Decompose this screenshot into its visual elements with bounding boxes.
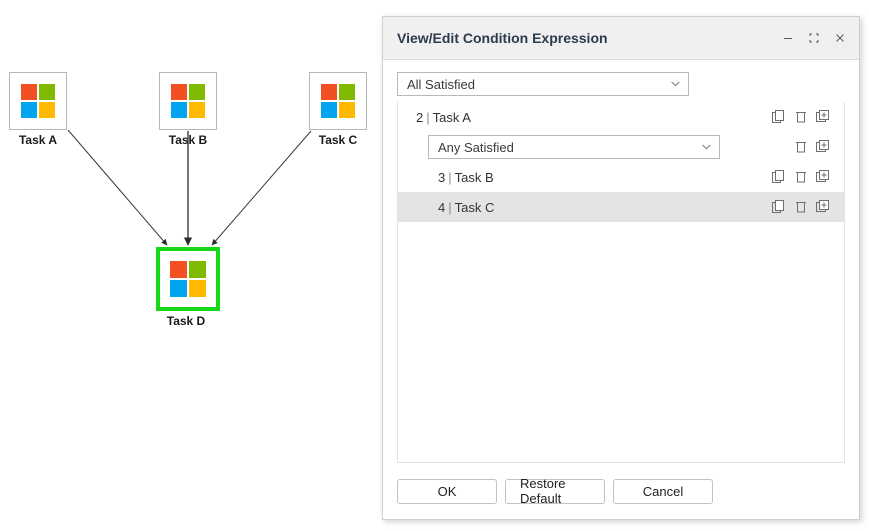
expression-row-label: 3|Task B (438, 170, 768, 185)
maximize-icon[interactable] (801, 26, 827, 50)
dialog-footer: OK Restore Default Cancel (383, 463, 859, 519)
copy-icon[interactable] (768, 166, 790, 188)
node-task-c-label: Task C (318, 133, 358, 147)
row-actions (768, 196, 834, 218)
node-task-b[interactable]: Task B (158, 72, 218, 147)
edge-task-a-to-task-d (67, 129, 168, 246)
delete-icon[interactable] (790, 166, 812, 188)
copy-icon[interactable] (768, 196, 790, 218)
node-task-d-box[interactable] (156, 247, 220, 311)
node-task-b-label: Task B (168, 133, 208, 147)
restore-default-button[interactable]: Restore Default (505, 476, 605, 506)
expression-row-task-b[interactable]: 3|Task B (398, 162, 844, 192)
dialog-title: View/Edit Condition Expression (397, 30, 608, 46)
node-task-a[interactable]: Task A (8, 72, 68, 147)
add-icon[interactable] (812, 196, 834, 218)
expression-row-label: 2|Task A (416, 110, 768, 125)
row-number: 4 (438, 199, 446, 215)
row-separator: | (448, 199, 452, 215)
expression-row-task-a[interactable]: 2|Task A (398, 102, 844, 132)
task-logo-icon (171, 84, 205, 118)
chevron-down-icon (702, 143, 713, 152)
node-task-c-box[interactable] (309, 72, 367, 130)
expression-list[interactable]: 2|Task A (397, 102, 845, 463)
ok-button[interactable]: OK (397, 478, 497, 504)
row-number: 2 (416, 109, 424, 125)
root-condition-select[interactable]: All Satisfied (397, 72, 689, 96)
node-task-a-label: Task A (18, 133, 57, 147)
node-task-d[interactable]: Task D (156, 247, 220, 328)
copy-icon[interactable] (768, 106, 790, 128)
task-logo-icon (170, 261, 206, 297)
row-separator: | (426, 109, 430, 125)
view-edit-condition-expression-dialog[interactable]: View/Edit Condition Expression All Satis… (382, 16, 860, 520)
row-task-name: Task A (432, 109, 471, 125)
node-task-d-label: Task D (166, 314, 206, 328)
delete-icon[interactable] (790, 196, 812, 218)
row-actions (768, 106, 834, 128)
dialog-titlebar[interactable]: View/Edit Condition Expression (383, 17, 859, 60)
node-task-b-box[interactable] (159, 72, 217, 130)
row-task-name: Task C (454, 199, 495, 215)
dialog-body: All Satisfied 2|Task A (383, 60, 859, 463)
add-icon[interactable] (812, 166, 834, 188)
task-logo-icon (321, 84, 355, 118)
delete-icon[interactable] (790, 106, 812, 128)
expression-row-task-c[interactable]: 4|Task C (398, 192, 844, 222)
task-logo-icon (21, 84, 55, 118)
cancel-button[interactable]: Cancel (613, 478, 713, 504)
node-task-a-box[interactable] (9, 72, 67, 130)
root-condition-value: All Satisfied (407, 76, 475, 92)
node-task-c[interactable]: Task C (308, 72, 368, 147)
row-number: 3 (438, 169, 446, 185)
add-icon[interactable] (812, 106, 834, 128)
expression-row-nested-condition[interactable]: Any Satisfied (398, 132, 844, 162)
row-actions (768, 166, 834, 188)
add-icon[interactable] (812, 136, 834, 158)
delete-icon[interactable] (790, 136, 812, 158)
minimize-icon[interactable] (775, 26, 801, 50)
nested-condition-select[interactable]: Any Satisfied (428, 135, 720, 159)
edge-task-c-to-task-d (211, 130, 312, 246)
row-actions (768, 136, 834, 158)
chevron-down-icon (671, 80, 682, 89)
close-icon[interactable] (827, 26, 853, 50)
row-separator: | (448, 169, 452, 185)
expression-row-label: 4|Task C (438, 200, 768, 215)
row-task-name: Task B (454, 169, 494, 185)
nested-condition-value: Any Satisfied (438, 139, 514, 155)
